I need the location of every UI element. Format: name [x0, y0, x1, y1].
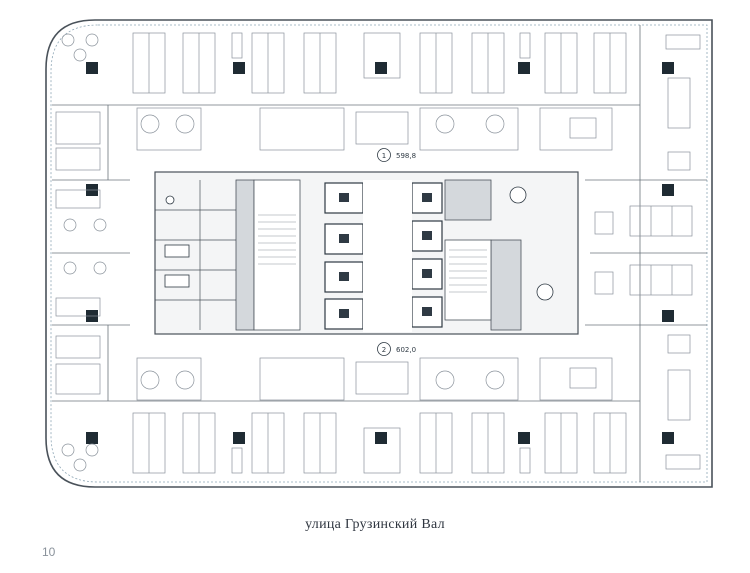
zone-label-2: 2 602,0 — [377, 342, 416, 356]
page-number: 10 — [42, 545, 56, 559]
structural-columns — [86, 62, 674, 444]
meeting-rooms-bottom — [55, 335, 613, 401]
meeting-rooms-top — [55, 107, 613, 171]
zone-area: 598,8 — [396, 152, 416, 160]
core — [154, 171, 579, 335]
window-line — [50, 24, 708, 483]
zone-label-1: 1 598,8 — [377, 148, 416, 162]
workstations-bottom — [132, 412, 627, 474]
workstations-top — [132, 32, 627, 94]
zone-area: 602,0 — [396, 346, 416, 354]
right-wing-furniture — [594, 34, 701, 470]
zone-number: 1 — [382, 152, 386, 160]
partitions — [52, 25, 707, 482]
left-wing-furniture — [55, 33, 107, 472]
street-name: улица Грузинский Вал — [305, 517, 445, 532]
zone-number: 2 — [382, 346, 386, 354]
